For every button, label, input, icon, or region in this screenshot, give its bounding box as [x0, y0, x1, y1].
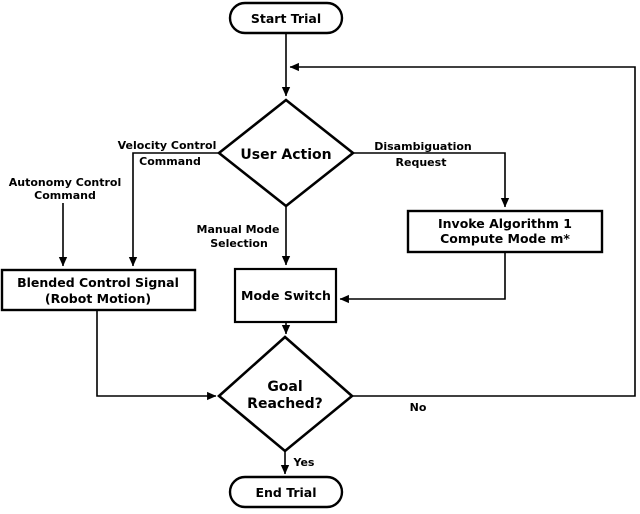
- edge-velocity-control: [128, 152, 219, 267]
- user-action-label: User Action: [240, 147, 331, 163]
- goal-reached-shape: [217, 335, 355, 453]
- start-trial-label: Start Trial: [251, 11, 321, 26]
- edge-label-velocity-line2: Command: [139, 155, 201, 168]
- edge-label-velocity-control: Velocity Control Command: [118, 139, 217, 168]
- edge-label-velocity-line1: Velocity Control: [118, 139, 217, 152]
- edge-label-autonomy-control: Autonomy Control Command: [9, 176, 121, 202]
- edge-disambiguation-request: [353, 152, 510, 208]
- edge-label-disambiguation-line2: Request: [396, 156, 447, 169]
- blended-control-node: Blended Control Signal (Robot Motion): [0, 268, 197, 312]
- edge-label-yes: Yes: [293, 456, 315, 469]
- edge-label-autonomy-line2: Command: [34, 189, 96, 202]
- edge-no-feedback-loop: [289, 62, 636, 397]
- invoke-algorithm-line2: Compute Mode m*: [440, 231, 570, 246]
- mode-switch-shape: [233, 267, 338, 324]
- end-trial-label: End Trial: [255, 485, 316, 500]
- blended-control-shape: [0, 268, 197, 312]
- invoke-algorithm-shape: [406, 209, 604, 254]
- edge-label-disambiguation-line1: Disambiguation: [374, 140, 472, 153]
- edge-label-manual-line2: Selection: [210, 237, 268, 250]
- start-trial-node: Start Trial: [228, 1, 344, 35]
- goal-reached-line1: Goal: [267, 379, 302, 395]
- edge-label-autonomy-line1: Autonomy Control: [9, 176, 121, 189]
- blended-control-line2: (Robot Motion): [45, 291, 151, 306]
- user-action-shape: [216, 98, 356, 208]
- blended-control-line1: Blended Control Signal: [17, 275, 179, 290]
- mode-switch-node: Mode Switch: [233, 267, 338, 324]
- mode-switch-label: Mode Switch: [241, 288, 331, 303]
- edge-label-no: No: [410, 401, 427, 414]
- edge-label-disambiguation-request: Disambiguation Request: [374, 140, 472, 169]
- user-action-decision: User Action: [216, 98, 356, 208]
- goal-reached-decision: Goal Reached?: [217, 335, 355, 453]
- invoke-algorithm-node: Invoke Algorithm 1 Compute Mode m*: [406, 209, 604, 254]
- end-trial-node: End Trial: [228, 475, 344, 509]
- edge-label-manual-mode-selection: Manual Mode Selection: [197, 223, 280, 250]
- invoke-algorithm-line1: Invoke Algorithm 1: [438, 216, 572, 231]
- start-trial-shape: [228, 1, 344, 35]
- edge-invoke-to-mode-switch: [339, 252, 506, 304]
- edge-blended-to-goal: [96, 310, 217, 401]
- end-trial-shape: [228, 475, 344, 509]
- edge-label-manual-line1: Manual Mode: [197, 223, 280, 236]
- goal-reached-line2: Reached?: [247, 396, 323, 412]
